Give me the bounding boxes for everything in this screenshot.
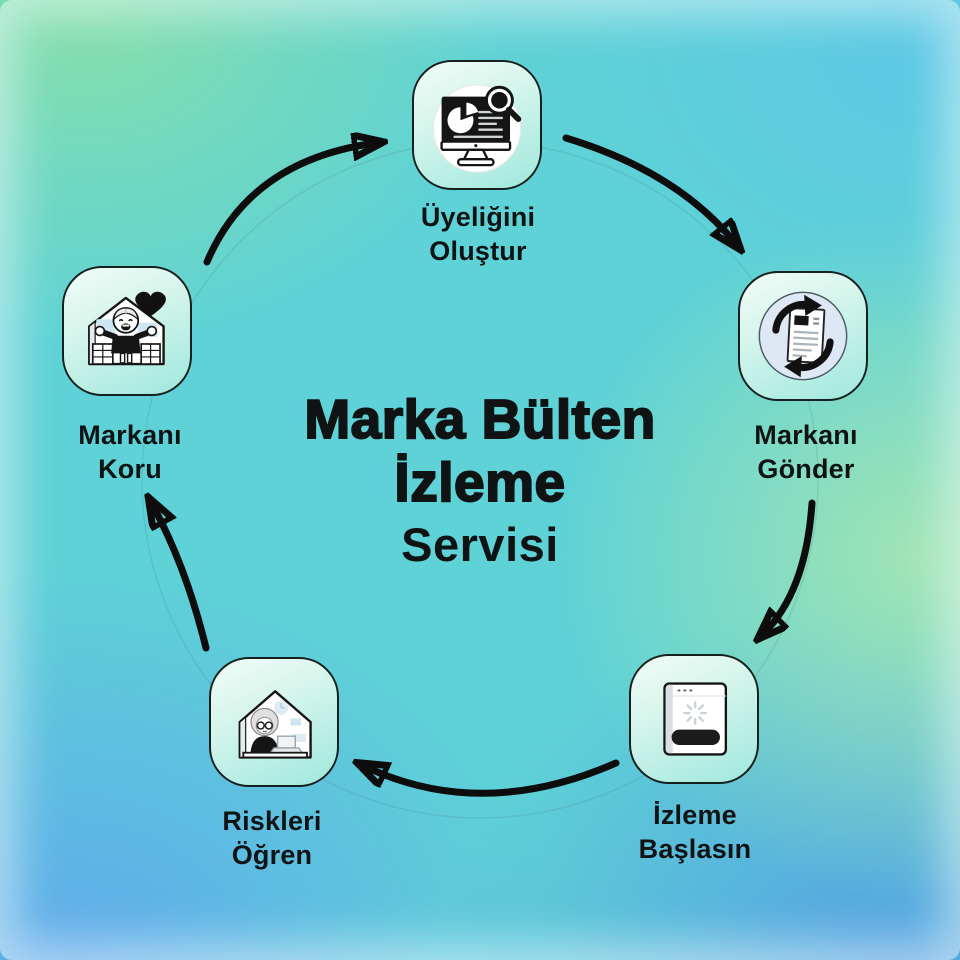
step-label-line: Üyeliğini xyxy=(420,202,536,232)
brick-wall-left xyxy=(91,343,114,365)
person-laptop-home-icon xyxy=(238,690,312,759)
step-label-uyeligini-olustur: Üyeliğini Oluştur xyxy=(358,200,598,268)
step-card-markani-gonder xyxy=(738,271,868,401)
step-label-markani-koru: Markanı Koru xyxy=(10,418,250,486)
page-title: Marka Bülten İzleme Servisi xyxy=(180,387,780,576)
monitor-analytics-search-icon xyxy=(432,84,522,173)
step-label-line: Markanı xyxy=(78,420,182,450)
arrow-send-to-monitor xyxy=(763,499,816,634)
step-label-markani-gonder: Markanı Gönder xyxy=(686,418,926,486)
document-sync-icon xyxy=(758,291,848,381)
title-line-2: İzleme xyxy=(393,450,566,514)
arrow-protect-to-signup xyxy=(203,143,376,266)
step-label-line: Başlasın xyxy=(638,834,752,864)
step-label-izleme-baslasin: İzleme Başlasın xyxy=(575,798,815,866)
step-label-line: İzleme xyxy=(653,800,737,830)
loading-spinner xyxy=(683,701,707,725)
arrow-risks-to-protect xyxy=(152,504,210,652)
title-line-1: Marka Bülten xyxy=(303,387,656,451)
browser-loading-icon xyxy=(663,682,728,756)
step-label-line: Koru xyxy=(98,454,162,484)
step-card-uyeligini-olustur xyxy=(412,60,542,190)
step-card-markani-koru xyxy=(62,266,192,396)
step-card-izleme-baslasin xyxy=(629,654,759,784)
title-line-3: Servisi xyxy=(401,518,559,571)
brick-wall-right xyxy=(140,343,161,365)
person-heart-home-icon xyxy=(88,291,166,366)
arrow-signup-to-send xyxy=(562,134,736,244)
step-label-line: Gönder xyxy=(757,454,855,484)
step-label-line: Markanı xyxy=(754,420,858,450)
arrow-monitor-to-risks xyxy=(364,763,620,797)
step-label-line: Oluştur xyxy=(429,236,527,266)
step-label-line: Öğren xyxy=(231,840,313,870)
step-card-riskleri-ogren xyxy=(209,657,339,787)
step-label-riskleri-ogren: Riskleri Öğren xyxy=(152,804,392,872)
step-label-line: Riskleri xyxy=(222,806,322,836)
